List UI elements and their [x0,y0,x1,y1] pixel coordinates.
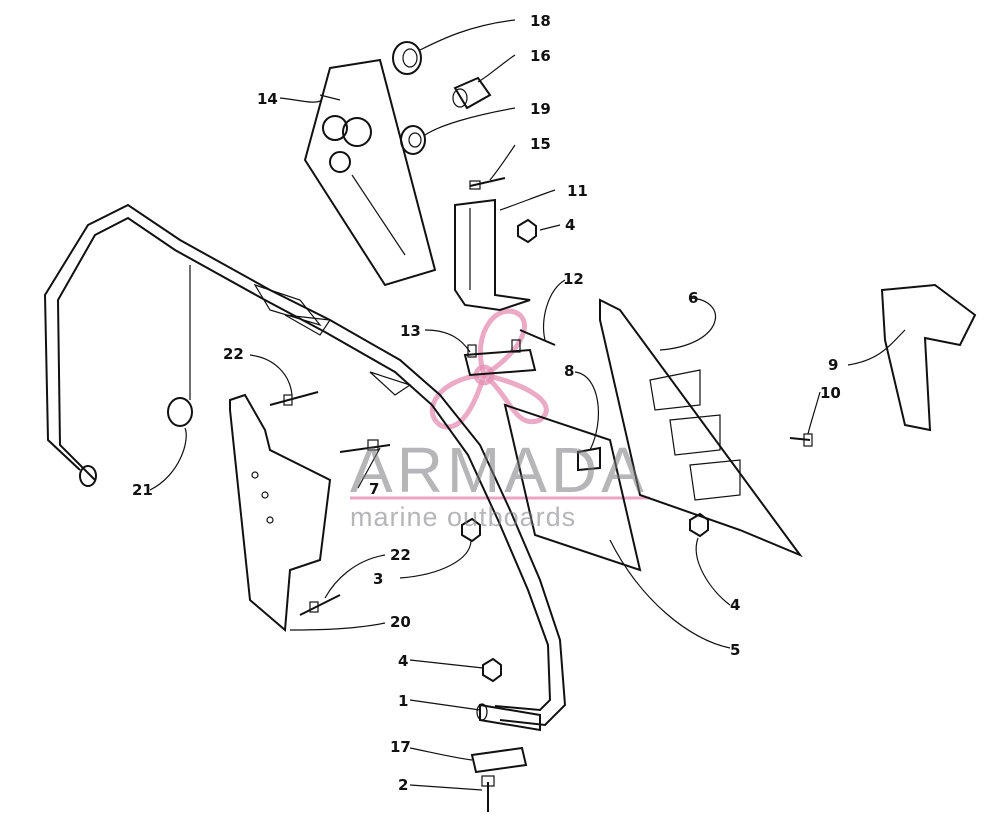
bushing-18-part [392,41,422,75]
part-label-19: 19 [530,100,551,118]
part-label-20: 20 [390,613,411,631]
pin-22-top-part [269,391,319,406]
plate-17-part [470,746,528,774]
part-label-7: 7 [369,480,379,498]
nut-4-mid-part [689,512,709,538]
nut-4-bottom-part [482,657,502,683]
part-label-18: 18 [530,12,551,30]
part-label-16: 16 [530,47,551,65]
bracket-11-part [454,198,531,312]
part-label-14: 14 [257,90,278,108]
part-label-3: 3 [373,570,383,588]
bushing-19-part [400,125,426,155]
watermark-brand: ARMADA [350,434,648,506]
part-label-9: 9 [828,356,838,374]
screw-10-part [789,433,813,447]
part-label-11: 11 [567,182,588,200]
foot-pad-9-part [880,283,977,432]
part-label-2: 2 [398,776,408,794]
part-label-13: 13 [400,322,421,340]
part-label-4-mid: 4 [730,596,740,614]
part-label-22-top: 22 [223,345,244,363]
watermark-tagline: marine outboards [350,502,576,532]
part-label-8: 8 [564,362,574,380]
part-label-17: 17 [390,738,411,756]
clamp-1-part [476,703,541,732]
handle-bar-part [43,203,567,727]
mesh-5-part [503,403,642,572]
clip-8-part [577,446,601,472]
pin-12-part [519,329,556,346]
clamp-21-part [167,397,193,427]
pin-15-part [469,177,506,190]
nut-3-part [461,517,481,543]
part-label-5: 5 [730,641,740,659]
part-label-1: 1 [398,692,408,710]
nut-4-top-part [517,218,537,244]
plate-13-part [463,339,537,377]
bushing-16-part [452,76,492,110]
part-label-15: 15 [530,135,551,153]
part-label-10: 10 [820,384,841,402]
footrest-plate-6-part [599,298,803,558]
bolt-2-part [481,775,495,812]
part-label-4-bottom: 4 [398,652,408,670]
pin-7-part [339,439,391,453]
steering-plate-part [303,58,437,287]
leader-lines [149,19,906,791]
part-label-6: 6 [688,289,698,307]
part-label-21: 21 [132,481,153,499]
part-label-4-top: 4 [565,216,575,234]
part-label-12: 12 [563,270,584,288]
bracket-plate-20-part [229,393,332,633]
watermark-propeller-logo [429,308,549,430]
pin-22-bottom-part [299,594,341,616]
part-label-22-bottom: 22 [390,546,411,564]
